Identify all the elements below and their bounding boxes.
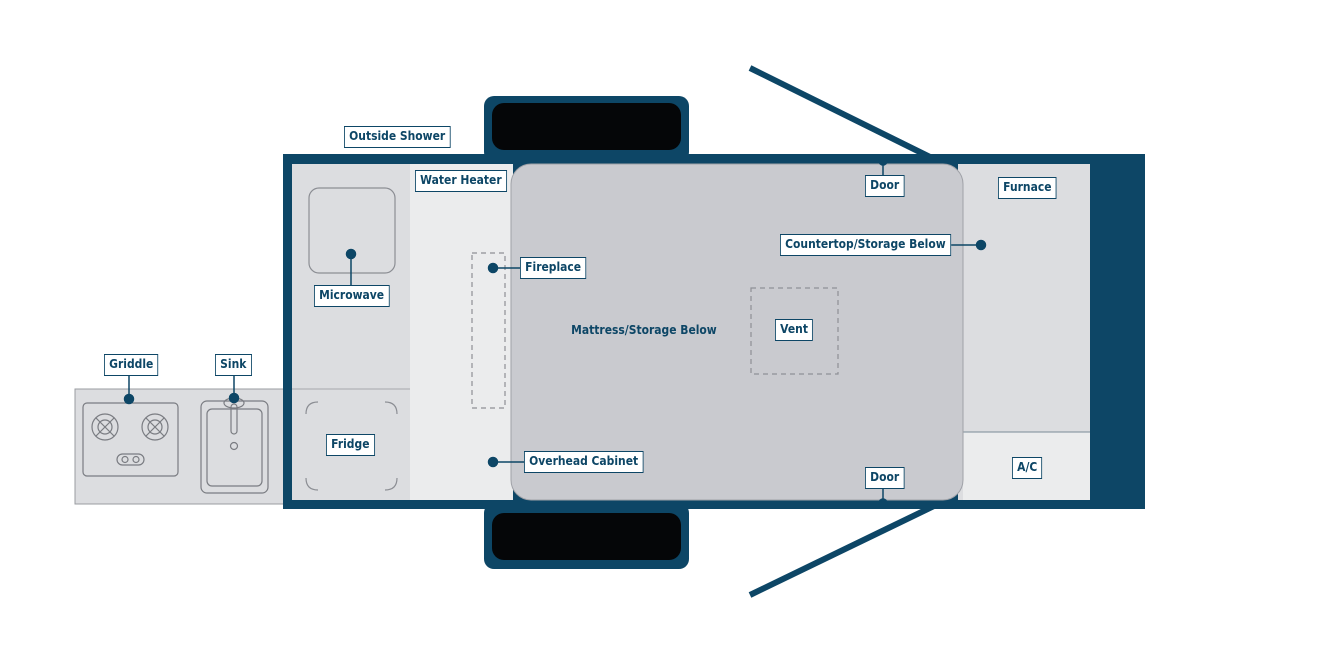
label-outside-shower: Outside Shower (344, 126, 451, 148)
fridge-outline (305, 401, 398, 491)
microwave-outline (308, 187, 396, 274)
leader-lines (123, 156, 987, 508)
label-countertop: Countertop/Storage Below (780, 234, 951, 256)
hitch-arm-top (748, 65, 938, 163)
wheel-top (484, 96, 689, 162)
label-door-bottom: Door (865, 467, 905, 489)
vent-outline (750, 287, 839, 375)
label-vent: Vent (775, 319, 814, 341)
label-furnace: Furnace (998, 177, 1057, 199)
wheel-bottom (484, 503, 689, 569)
label-sink: Sink (215, 354, 252, 376)
fireplace-outline (471, 252, 506, 409)
drain-icon (229, 441, 239, 451)
label-ac: A/C (1012, 457, 1043, 479)
label-door-top: Door (865, 175, 905, 197)
outdoor-kitchen (74, 388, 286, 505)
label-fridge: Fridge (326, 434, 375, 456)
hitch-arm-bottom (748, 502, 938, 598)
label-water-heater: Water Heater (415, 170, 507, 192)
gas-burner-icon (141, 413, 169, 441)
label-overhead-cabinet: Overhead Cabinet (524, 451, 644, 473)
label-mattress: Mattress/Storage Below (571, 322, 717, 337)
gas-burner-icon (91, 413, 119, 441)
aisle (410, 164, 513, 500)
label-griddle: Griddle (104, 354, 159, 376)
label-fireplace: Fireplace (520, 257, 587, 279)
control-knobs-icon (116, 453, 145, 466)
label-microwave: Microwave (314, 285, 390, 307)
